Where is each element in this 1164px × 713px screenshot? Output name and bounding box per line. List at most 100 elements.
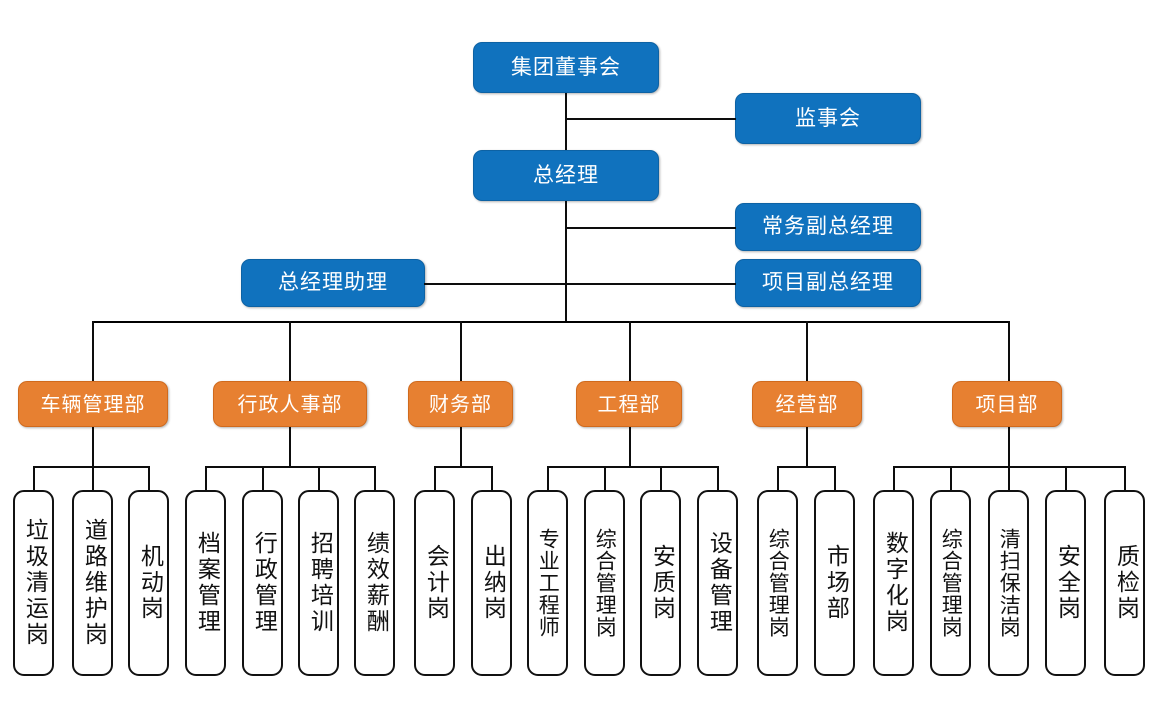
node-label: 总经理助理 bbox=[278, 270, 388, 295]
department-bus-line bbox=[92, 321, 1009, 323]
position-label: 质检岗 bbox=[1112, 544, 1139, 622]
subbus-department-3 bbox=[547, 466, 717, 468]
position-box-0-2[interactable]: 机动岗 bbox=[128, 490, 169, 676]
position-box-2-0[interactable]: 会计岗 bbox=[414, 490, 455, 676]
drop-to-department-0 bbox=[92, 321, 94, 381]
position-label: 安全岗 bbox=[1053, 544, 1080, 622]
position-box-0-0[interactable]: 垃圾清运岗 bbox=[13, 490, 54, 676]
department-label: 财务部 bbox=[429, 392, 492, 416]
drop-to-position-3-2 bbox=[660, 466, 662, 490]
position-box-1-0[interactable]: 档案管理 bbox=[185, 490, 226, 676]
position-box-1-3[interactable]: 绩效薪酬 bbox=[354, 490, 395, 676]
drop-to-position-1-3 bbox=[374, 466, 376, 490]
position-box-4-0[interactable]: 综合管理岗 bbox=[757, 490, 798, 676]
drop-to-position-4-1 bbox=[834, 466, 836, 490]
node-label: 总经理 bbox=[533, 162, 599, 187]
drop-to-position-3-0 bbox=[547, 466, 549, 490]
drop-to-position-5-2 bbox=[1008, 466, 1010, 490]
position-box-2-1[interactable]: 出纳岗 bbox=[471, 490, 512, 676]
connector-board-to-gm bbox=[565, 93, 567, 150]
drop-department-4-to-subbus bbox=[806, 427, 808, 467]
drop-to-position-2-0 bbox=[434, 466, 436, 490]
position-label: 综合管理岗 bbox=[939, 528, 964, 638]
drop-to-position-3-1 bbox=[604, 466, 606, 490]
position-label: 安质岗 bbox=[648, 544, 675, 622]
department-node-2[interactable]: 财务部 bbox=[408, 381, 513, 427]
drop-to-department-4 bbox=[806, 321, 808, 381]
drop-to-department-1 bbox=[289, 321, 291, 381]
position-label: 数字化岗 bbox=[881, 531, 908, 635]
drop-to-position-0-1 bbox=[92, 466, 94, 490]
node-supervisory-board[interactable]: 监事会 bbox=[735, 93, 921, 144]
connector-gm-assistant-to-spine bbox=[424, 283, 566, 285]
connector-gm-spine-to-supervisory bbox=[565, 118, 736, 120]
drop-to-position-2-1 bbox=[491, 466, 493, 490]
position-label: 出纳岗 bbox=[479, 544, 506, 622]
position-box-3-1[interactable]: 综合管理岗 bbox=[584, 490, 625, 676]
position-label: 绩效薪酬 bbox=[362, 531, 389, 635]
position-box-5-2[interactable]: 清扫保洁岗 bbox=[988, 490, 1029, 676]
department-node-3[interactable]: 工程部 bbox=[576, 381, 682, 427]
drop-to-position-1-0 bbox=[205, 466, 207, 490]
drop-to-position-0-2 bbox=[148, 466, 150, 490]
position-box-5-0[interactable]: 数字化岗 bbox=[873, 490, 914, 676]
node-label: 监事会 bbox=[795, 105, 861, 130]
position-box-5-4[interactable]: 质检岗 bbox=[1104, 490, 1145, 676]
subbus-department-1 bbox=[205, 466, 374, 468]
node-board-of-directors[interactable]: 集团董事会 bbox=[473, 42, 659, 93]
department-label: 工程部 bbox=[597, 392, 661, 416]
position-label: 机动岗 bbox=[136, 544, 163, 622]
position-box-5-1[interactable]: 综合管理岗 bbox=[930, 490, 971, 676]
drop-to-position-5-1 bbox=[950, 466, 952, 490]
position-box-5-3[interactable]: 安全岗 bbox=[1045, 490, 1086, 676]
position-label: 档案管理 bbox=[193, 531, 220, 635]
drop-department-5-to-subbus bbox=[1008, 427, 1010, 467]
department-label: 行政人事部 bbox=[237, 392, 343, 416]
position-label: 专业工程师 bbox=[536, 528, 561, 638]
position-box-3-0[interactable]: 专业工程师 bbox=[527, 490, 568, 676]
drop-to-position-4-0 bbox=[777, 466, 779, 490]
connector-spine-to-exec-vice-gm bbox=[565, 227, 736, 229]
position-box-1-2[interactable]: 招聘培训 bbox=[298, 490, 339, 676]
department-node-1[interactable]: 行政人事部 bbox=[213, 381, 367, 427]
node-label: 项目副总经理 bbox=[762, 270, 894, 295]
node-project-vice-general-manager[interactable]: 项目副总经理 bbox=[735, 259, 921, 307]
department-node-5[interactable]: 项目部 bbox=[952, 381, 1062, 427]
position-label: 道路维护岗 bbox=[80, 518, 107, 648]
position-label: 垃圾清运岗 bbox=[21, 518, 48, 648]
department-node-0[interactable]: 车辆管理部 bbox=[18, 381, 168, 427]
position-box-0-1[interactable]: 道路维护岗 bbox=[72, 490, 113, 676]
subbus-department-2 bbox=[434, 466, 491, 468]
node-executive-vice-general-manager[interactable]: 常务副总经理 bbox=[735, 203, 921, 251]
drop-to-position-3-3 bbox=[717, 466, 719, 490]
node-gm-assistant[interactable]: 总经理助理 bbox=[241, 259, 425, 307]
node-general-manager[interactable]: 总经理 bbox=[473, 150, 659, 201]
drop-to-position-5-4 bbox=[1124, 466, 1126, 490]
department-node-4[interactable]: 经营部 bbox=[752, 381, 862, 427]
position-label: 综合管理岗 bbox=[766, 528, 791, 638]
drop-department-1-to-subbus bbox=[289, 427, 291, 467]
drop-to-position-1-1 bbox=[262, 466, 264, 490]
drop-to-position-1-2 bbox=[318, 466, 320, 490]
node-label: 常务副总经理 bbox=[762, 214, 894, 239]
position-box-1-1[interactable]: 行政管理 bbox=[242, 490, 283, 676]
drop-to-position-0-0 bbox=[33, 466, 35, 490]
department-label: 经营部 bbox=[775, 392, 839, 416]
position-label: 招聘培训 bbox=[306, 531, 333, 635]
drop-department-2-to-subbus bbox=[460, 427, 462, 467]
drop-to-position-5-0 bbox=[893, 466, 895, 490]
position-box-3-3[interactable]: 设备管理 bbox=[697, 490, 738, 676]
position-box-4-1[interactable]: 市场部 bbox=[814, 490, 855, 676]
node-label: 集团董事会 bbox=[511, 54, 621, 79]
department-label: 项目部 bbox=[975, 392, 1039, 416]
position-label: 综合管理岗 bbox=[593, 528, 618, 638]
position-label: 会计岗 bbox=[422, 544, 449, 622]
connector-spine-to-project-vice-gm bbox=[565, 283, 736, 285]
position-label: 市场部 bbox=[822, 544, 849, 622]
subbus-department-4 bbox=[777, 466, 834, 468]
position-box-3-2[interactable]: 安质岗 bbox=[640, 490, 681, 676]
drop-to-department-2 bbox=[460, 321, 462, 381]
position-label: 清扫保洁岗 bbox=[997, 528, 1022, 638]
drop-to-department-3 bbox=[629, 321, 631, 381]
